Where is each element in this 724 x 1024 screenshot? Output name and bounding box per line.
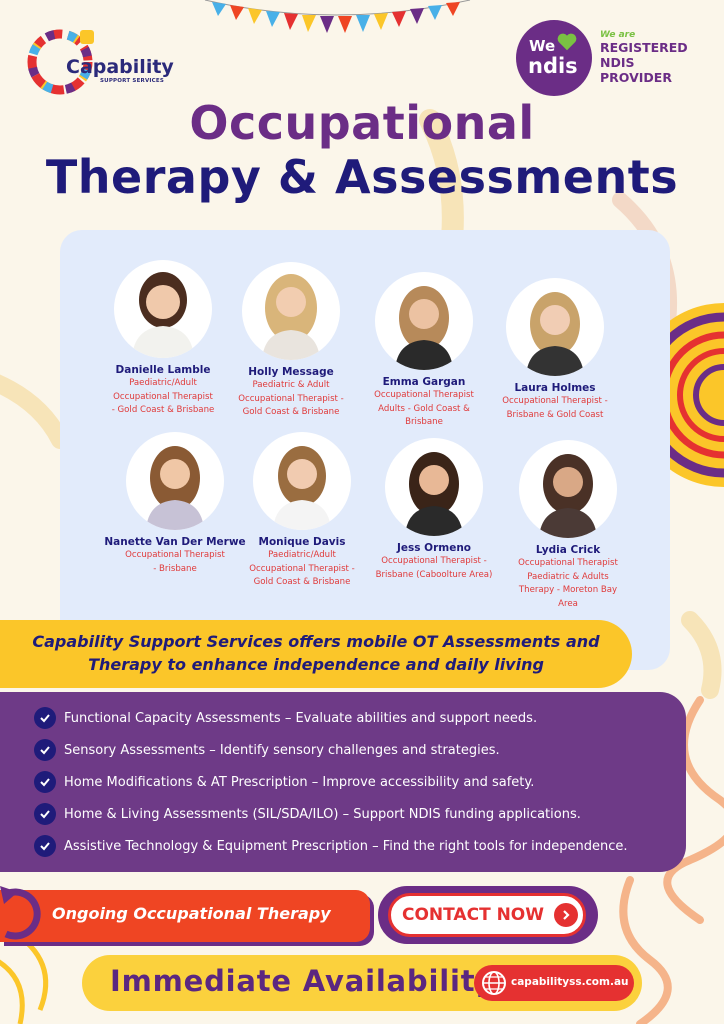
avatar [126, 432, 224, 530]
avatar [519, 440, 617, 538]
member-role-line: Paediatric/Adult [129, 378, 197, 388]
brand-tagline: SUPPORT SERVICES [100, 78, 165, 84]
member-name: Lydia Crick [535, 544, 601, 556]
team-member-card: Emma Gargan Occupational Therapist Adult… [349, 272, 499, 429]
member-role-line: Paediatric & Adult [252, 380, 330, 390]
member-role-line: Brisbane & Gold Coast [506, 409, 604, 420]
heart-icon [557, 33, 577, 51]
member-name: Jess Ormeno [396, 542, 472, 554]
banner-line-1: Capability Support Services offers mobil… [32, 632, 600, 651]
member-name: Nanette Van Der Merwe [104, 536, 246, 548]
list-item: Home & Living Assessments (SIL/SDA/ILO) … [34, 802, 581, 826]
member-name: Emma Gargan [382, 376, 466, 388]
member-role-line: Occupational Therapist [113, 391, 213, 402]
list-item: Home Modifications & AT Prescription – I… [34, 770, 534, 794]
list-item: Assistive Technology & Equipment Prescri… [34, 834, 628, 858]
availability-label: Immediate Availability [110, 964, 496, 998]
avatar [385, 438, 483, 536]
member-role-line: Area [558, 598, 578, 609]
member-role-line: Occupational Therapist - [238, 393, 344, 404]
check-icon [34, 803, 56, 825]
list-item: Functional Capacity Assessments – Evalua… [34, 706, 537, 730]
list-item: Sensory Assessments – Identify sensory c… [34, 738, 500, 762]
team-member-card: Lydia Crick Occupational Therapist Paedi… [493, 440, 643, 610]
member-role-line: Occupational Therapist [374, 390, 474, 400]
member-role-line: - Gold Coast & Brisbane [111, 405, 215, 415]
registered-line-2: NDIS [600, 55, 635, 70]
chevron-right-icon[interactable] [554, 903, 578, 927]
avatar [506, 278, 604, 376]
avatar [375, 272, 473, 370]
check-icon [34, 739, 56, 761]
refresh-arrow-icon [0, 886, 41, 940]
service-text: Home & Living Assessments (SIL/SDA/ILO) … [64, 806, 581, 822]
services-list: Functional Capacity Assessments – Evalua… [0, 692, 686, 872]
avatar [253, 432, 351, 530]
check-icon [34, 771, 56, 793]
intro-banner: Capability Support Services offers mobil… [0, 620, 632, 688]
avatar [114, 260, 212, 358]
member-role-line: Occupational Therapist - [381, 556, 487, 566]
ndis-word: ndis [528, 54, 578, 78]
member-role-line: Brisbane (Caboolture Area) [375, 569, 493, 580]
team-member-card: Holly Message Paediatric & Adult Occupat… [216, 262, 366, 419]
capability-logo-icon [27, 29, 94, 95]
website-url[interactable]: capabilityss.com.au [511, 976, 629, 988]
team-member-card: Jess Ormeno Occupational Therapist - Bri… [359, 438, 509, 581]
member-name: Danielle Lamble [115, 364, 211, 376]
member-role-line: Gold Coast & Brisbane [242, 407, 340, 417]
member-role-line: Occupational Therapist [125, 550, 225, 560]
member-role-line: Occupational Therapist - [502, 396, 608, 406]
contact-now-button[interactable] [388, 893, 586, 937]
contact-now-label[interactable]: CONTACT NOW [402, 905, 545, 925]
registered-line-3: PROVIDER [600, 70, 672, 85]
service-text: Assistive Technology & Equipment Prescri… [64, 838, 628, 854]
member-role-line: Occupational Therapist - [249, 563, 355, 574]
page-title-line-1: Occupational [189, 96, 535, 150]
ongoing-therapy-label: Ongoing Occupational Therapy [52, 904, 331, 923]
page-title-line-2: Therapy & Assessments [45, 150, 679, 204]
member-role-line: - Brisbane [153, 563, 197, 574]
check-icon [34, 835, 56, 857]
member-role-line: Paediatric & Adults [527, 571, 609, 582]
team-member-card: Danielle Lamble Paediatric/Adult Occupat… [88, 260, 238, 417]
avatar [242, 262, 340, 360]
ndis-badge [516, 20, 592, 96]
team-member-card: Monique Davis Paediatric/Adult Occupatio… [227, 432, 377, 589]
member-role-line: Therapy - Moreton Bay [518, 585, 618, 595]
member-role-line: Adults - Gold Coast & [378, 403, 470, 414]
member-role-line: Occupational Therapist [518, 558, 618, 568]
service-text: Sensory Assessments – Identify sensory c… [64, 742, 500, 758]
service-text: Home Modifications & AT Prescription – I… [64, 774, 535, 790]
member-role-line: Brisbane [405, 417, 443, 427]
registered-line-1: REGISTERED [600, 40, 688, 55]
member-name: Monique Davis [258, 536, 346, 548]
member-role-line: Paediatric/Adult [268, 550, 336, 560]
brand-name: Capability [66, 56, 174, 78]
globe-icon [482, 971, 506, 995]
team-member-card: Nanette Van Der Merwe Occupational Thera… [100, 432, 250, 575]
member-name: Holly Message [248, 366, 334, 378]
registered-pre: We are [600, 30, 636, 40]
service-text: Functional Capacity Assessments – Evalua… [64, 710, 538, 726]
banner-line-2: Therapy to enhance independence and dail… [88, 655, 544, 674]
member-role-line: Gold Coast & Brisbane [253, 577, 351, 587]
check-icon [34, 707, 56, 729]
team-member-card: Laura Holmes Occupational Therapist - Br… [480, 278, 630, 421]
ongoing-therapy-banner [0, 890, 370, 942]
member-name: Laura Holmes [514, 382, 596, 394]
ndis-we-text: We [529, 37, 556, 55]
